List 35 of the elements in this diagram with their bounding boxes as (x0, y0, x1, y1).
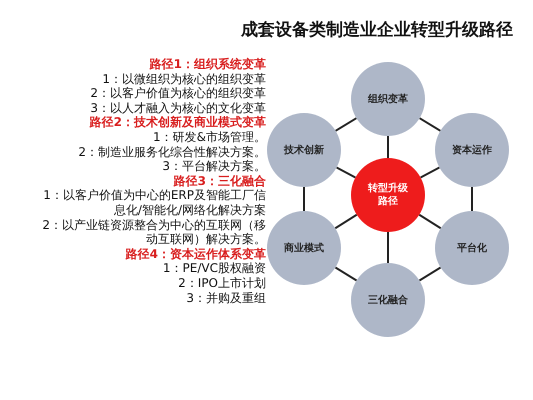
node-label: 三化融合 (367, 294, 409, 306)
list-item: 2：以产业链资源整合为中心的互联网（移动互联网）解决方案。 (41, 218, 266, 247)
connector-line (334, 214, 358, 230)
list-item: 2：制造业服务化综合性解决方案。 (77, 144, 266, 160)
connector-line (387, 232, 389, 263)
connector-line (387, 136, 389, 158)
list-item: 1：PE/VC股权融资 (162, 261, 266, 276)
title: 成套设备类制造业企业转型升级路径 (241, 19, 513, 41)
section-heading: 路径1：组织系统变革 (148, 57, 266, 72)
connector-line (418, 214, 442, 230)
node-label: 商业模式 (283, 242, 325, 254)
list-item: 3：平台解决方案。 (161, 159, 266, 174)
connector-line (334, 266, 358, 282)
section-heading: 路径2：技术创新及商业模式变革 (88, 115, 266, 130)
section-heading: 路径4：资本运作体系变革 (124, 246, 266, 262)
section-heading: 路径3：三化融合 (172, 174, 266, 188)
list-item: 2：IPO上市计划 (177, 276, 266, 290)
list-item: 1：研发&市场管理。 (152, 130, 266, 145)
node-label: 平台化 (456, 242, 488, 254)
list-item: 2：以客户价值为核心的组织变革 (89, 86, 266, 101)
list-item: 1：以微组织为核心的组织变革 (101, 72, 266, 86)
node-label: 组织变革 (366, 92, 409, 106)
connector-line (418, 266, 442, 282)
node-label: 转型升级路径 (366, 182, 409, 208)
connector-line (335, 117, 357, 132)
list-item: 1：以客户价值为中心的ERP及智能工厂信息化/智能化/网络化解决方案 (42, 188, 266, 218)
connector-line (471, 187, 473, 211)
connector-line (419, 117, 441, 132)
connector-line (420, 166, 440, 178)
node-label: 资本运作 (451, 144, 493, 156)
connector-line (336, 166, 356, 178)
list-item: 3：并购及重组 (185, 290, 266, 306)
connector-line (303, 187, 305, 211)
list-item: 3：以人才融入为核心的文化变革 (89, 100, 266, 116)
node-label: 技术创新 (282, 144, 325, 156)
